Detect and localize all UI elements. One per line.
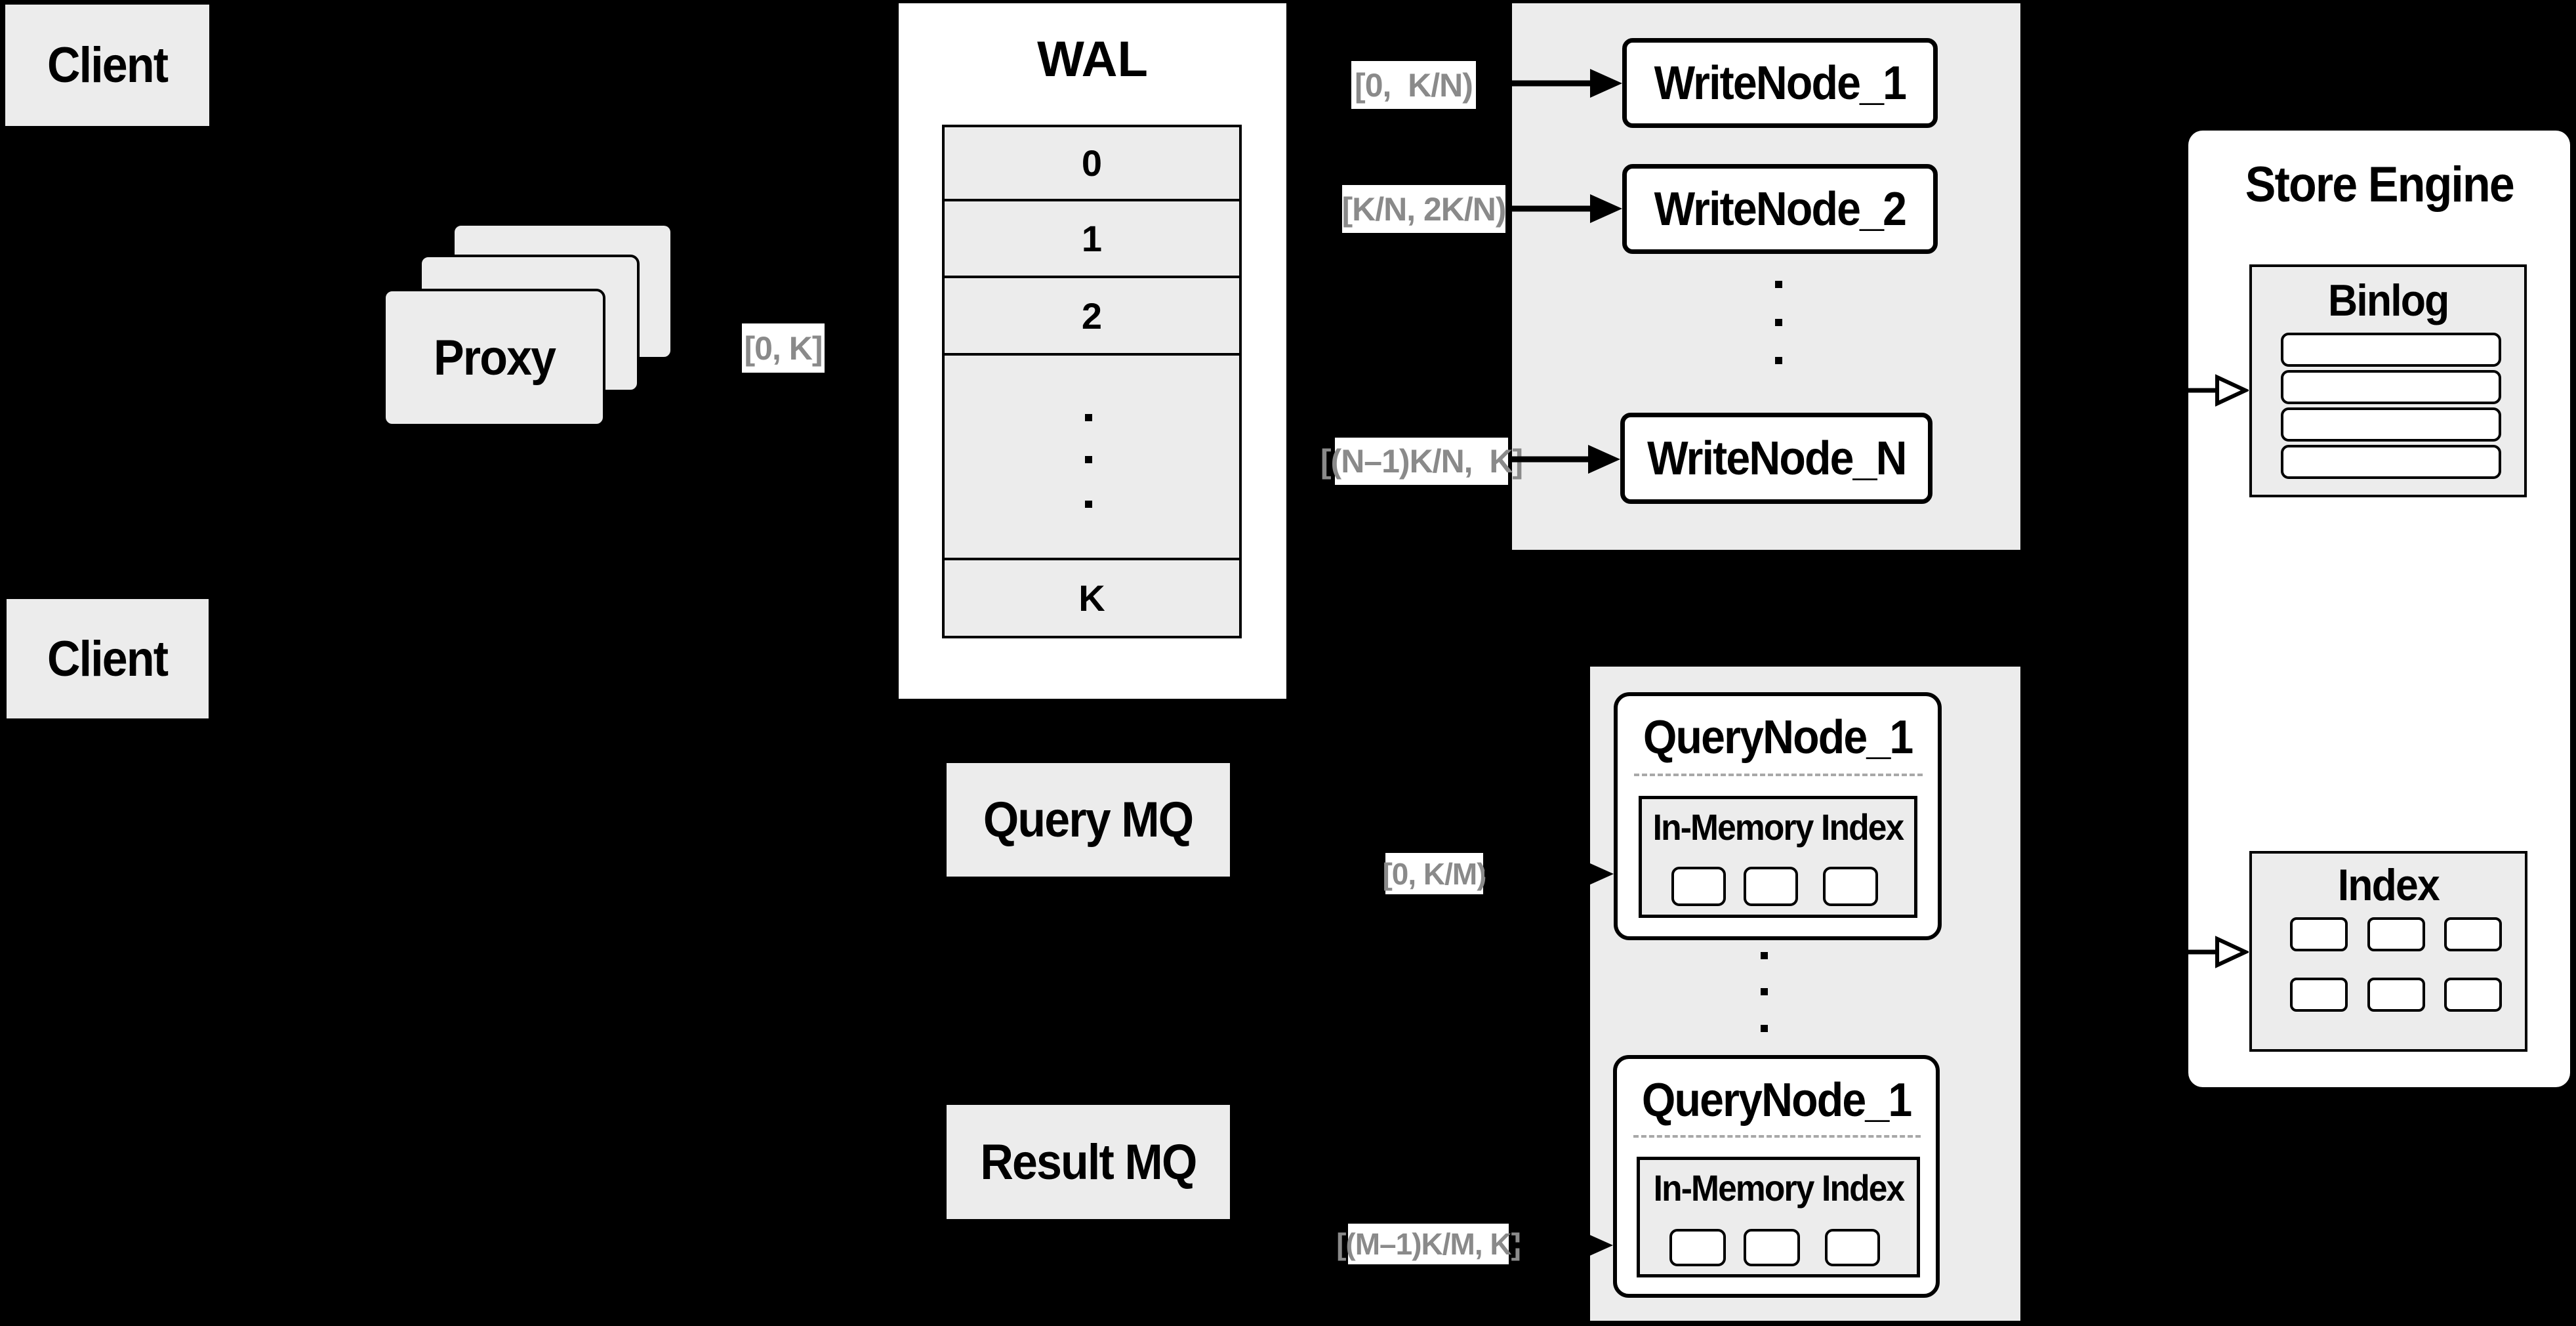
writenode-ellipsis-dot-1 bbox=[1775, 281, 1782, 288]
wal-title-wrap: WAL bbox=[899, 23, 1286, 95]
binlog-row-icon bbox=[2281, 445, 2501, 479]
range-label-proxy-to-wal: [0, K] bbox=[742, 323, 825, 373]
index-file-square-icon bbox=[2367, 917, 2425, 951]
binlog-row-icon bbox=[2281, 333, 2501, 367]
writenode-n-label: WriteNode_N bbox=[1646, 432, 1907, 485]
querynode-bottom-inmemory-index: In-Memory Index bbox=[1637, 1157, 1920, 1277]
segment-square-icon bbox=[1823, 867, 1878, 906]
index-file-square-icon bbox=[2367, 978, 2425, 1012]
binlog-rows bbox=[2281, 333, 2501, 482]
client-2-label: Client bbox=[47, 631, 169, 687]
writenode-n: WriteNode_N bbox=[1620, 413, 1932, 504]
arrow-to-querynode-m-icon bbox=[1510, 1231, 1613, 1260]
arrow-to-querynode-1-icon bbox=[1484, 860, 1614, 888]
range-label-writenode-n: [(N–1)K/N, K] bbox=[1320, 438, 1523, 485]
writenode-1: WriteNode_1 bbox=[1622, 38, 1938, 128]
binlog-row-icon bbox=[2281, 407, 2501, 442]
open-arrow-to-index-icon bbox=[2188, 936, 2249, 968]
arrow-to-writenode-1-icon bbox=[1477, 69, 1622, 98]
wal-row-k: K bbox=[945, 560, 1239, 636]
query-mq-label: Query MQ bbox=[983, 792, 1194, 848]
binlog-row-icon bbox=[2281, 370, 2501, 404]
arrow-to-writenode-2-icon bbox=[1507, 194, 1622, 223]
wal-title: WAL bbox=[1037, 31, 1148, 87]
querynode-bottom-title: QueryNode_1 bbox=[1641, 1074, 1912, 1127]
store-engine-title-wrap: Store Engine bbox=[2188, 154, 2570, 216]
range-label-writenode-1: [0, K/N) bbox=[1351, 61, 1476, 109]
writenode-2-label: WriteNode_2 bbox=[1654, 182, 1907, 236]
index-title-wrap: Index bbox=[2252, 859, 2525, 911]
querynode-top: QueryNode_1 In-Memory Index bbox=[1614, 692, 1942, 940]
segment-square-icon bbox=[1671, 867, 1726, 906]
wal-ellipsis-dot-2 bbox=[1085, 456, 1092, 463]
wal-ellipsis-dot-3 bbox=[1085, 501, 1092, 508]
querynode-bottom-divider bbox=[1633, 1135, 1921, 1138]
binlog-box: Binlog bbox=[2249, 264, 2527, 497]
querynode-bottom: QueryNode_1 In-Memory Index bbox=[1613, 1055, 1940, 1298]
store-engine-title: Store Engine bbox=[2245, 157, 2514, 213]
querynode-ellipsis-dot-3 bbox=[1761, 1025, 1768, 1032]
wal-row-1: 1 bbox=[945, 201, 1239, 278]
result-mq-label: Result MQ bbox=[980, 1134, 1197, 1190]
segment-square-icon bbox=[1744, 867, 1798, 906]
query-mq-node: Query MQ bbox=[947, 763, 1230, 877]
range-label-querynode-m: [(M–1)K/M, K] bbox=[1336, 1224, 1521, 1264]
wal-panel: WAL 0 1 2 K bbox=[899, 3, 1286, 699]
wal-log-table: 0 1 2 K bbox=[942, 125, 1242, 638]
inmemory-index-title-2: In-Memory Index bbox=[1653, 1167, 1905, 1209]
wal-row-0: 0 bbox=[945, 127, 1239, 201]
index-file-square-icon bbox=[2444, 917, 2502, 951]
result-mq-node: Result MQ bbox=[947, 1105, 1230, 1219]
inmemory-title-wrap-1: In-Memory Index bbox=[1642, 806, 1914, 848]
client-node-1: Client bbox=[5, 5, 209, 126]
client-1-label: Client bbox=[47, 37, 169, 93]
arrow-to-writenode-n-icon bbox=[1509, 445, 1620, 474]
range-label-writenode-2: [K/N, 2K/N) bbox=[1341, 185, 1507, 233]
index-title: Index bbox=[2337, 860, 2440, 910]
client-node-2: Client bbox=[7, 599, 209, 718]
writenode-ellipsis-dot-2 bbox=[1775, 319, 1782, 326]
writenode-ellipsis-dot-3 bbox=[1775, 357, 1782, 364]
binlog-title-wrap: Binlog bbox=[2252, 272, 2524, 328]
querynode-ellipsis-dot-1 bbox=[1761, 952, 1768, 959]
binlog-title: Binlog bbox=[2327, 275, 2449, 325]
writenode-2: WriteNode_2 bbox=[1622, 164, 1938, 254]
querynode-top-inmemory-index: In-Memory Index bbox=[1639, 796, 1917, 918]
inmemory-title-wrap-2: In-Memory Index bbox=[1640, 1167, 1917, 1209]
inmemory-index-title-1: In-Memory Index bbox=[1652, 806, 1905, 848]
segment-square-icon bbox=[1825, 1229, 1880, 1266]
segment-square-icon bbox=[1669, 1229, 1726, 1266]
segment-square-icon bbox=[1744, 1229, 1800, 1266]
writenode-1-label: WriteNode_1 bbox=[1654, 56, 1907, 110]
wal-row-2: 2 bbox=[945, 278, 1239, 356]
range-label-querynode-1: [0, K/M) bbox=[1382, 853, 1487, 894]
index-file-square-icon bbox=[2290, 978, 2348, 1012]
proxy-node: Proxy bbox=[383, 289, 605, 426]
store-engine-panel: Store Engine Binlog Index bbox=[2188, 131, 2570, 1087]
querynode-top-title-wrap: QueryNode_1 bbox=[1618, 708, 1938, 767]
wal-ellipsis-dot-1 bbox=[1085, 414, 1092, 421]
open-arrow-to-binlog-icon bbox=[2188, 374, 2249, 407]
index-file-square-icon bbox=[2444, 978, 2502, 1012]
querynode-bottom-title-wrap: QueryNode_1 bbox=[1617, 1071, 1936, 1130]
querynode-ellipsis-dot-2 bbox=[1761, 988, 1768, 995]
querynode-top-title: QueryNode_1 bbox=[1643, 711, 1913, 764]
querynode-top-divider bbox=[1634, 774, 1923, 776]
proxy-label: Proxy bbox=[433, 329, 556, 386]
index-file-square-icon bbox=[2290, 917, 2348, 951]
index-box: Index bbox=[2249, 851, 2527, 1052]
